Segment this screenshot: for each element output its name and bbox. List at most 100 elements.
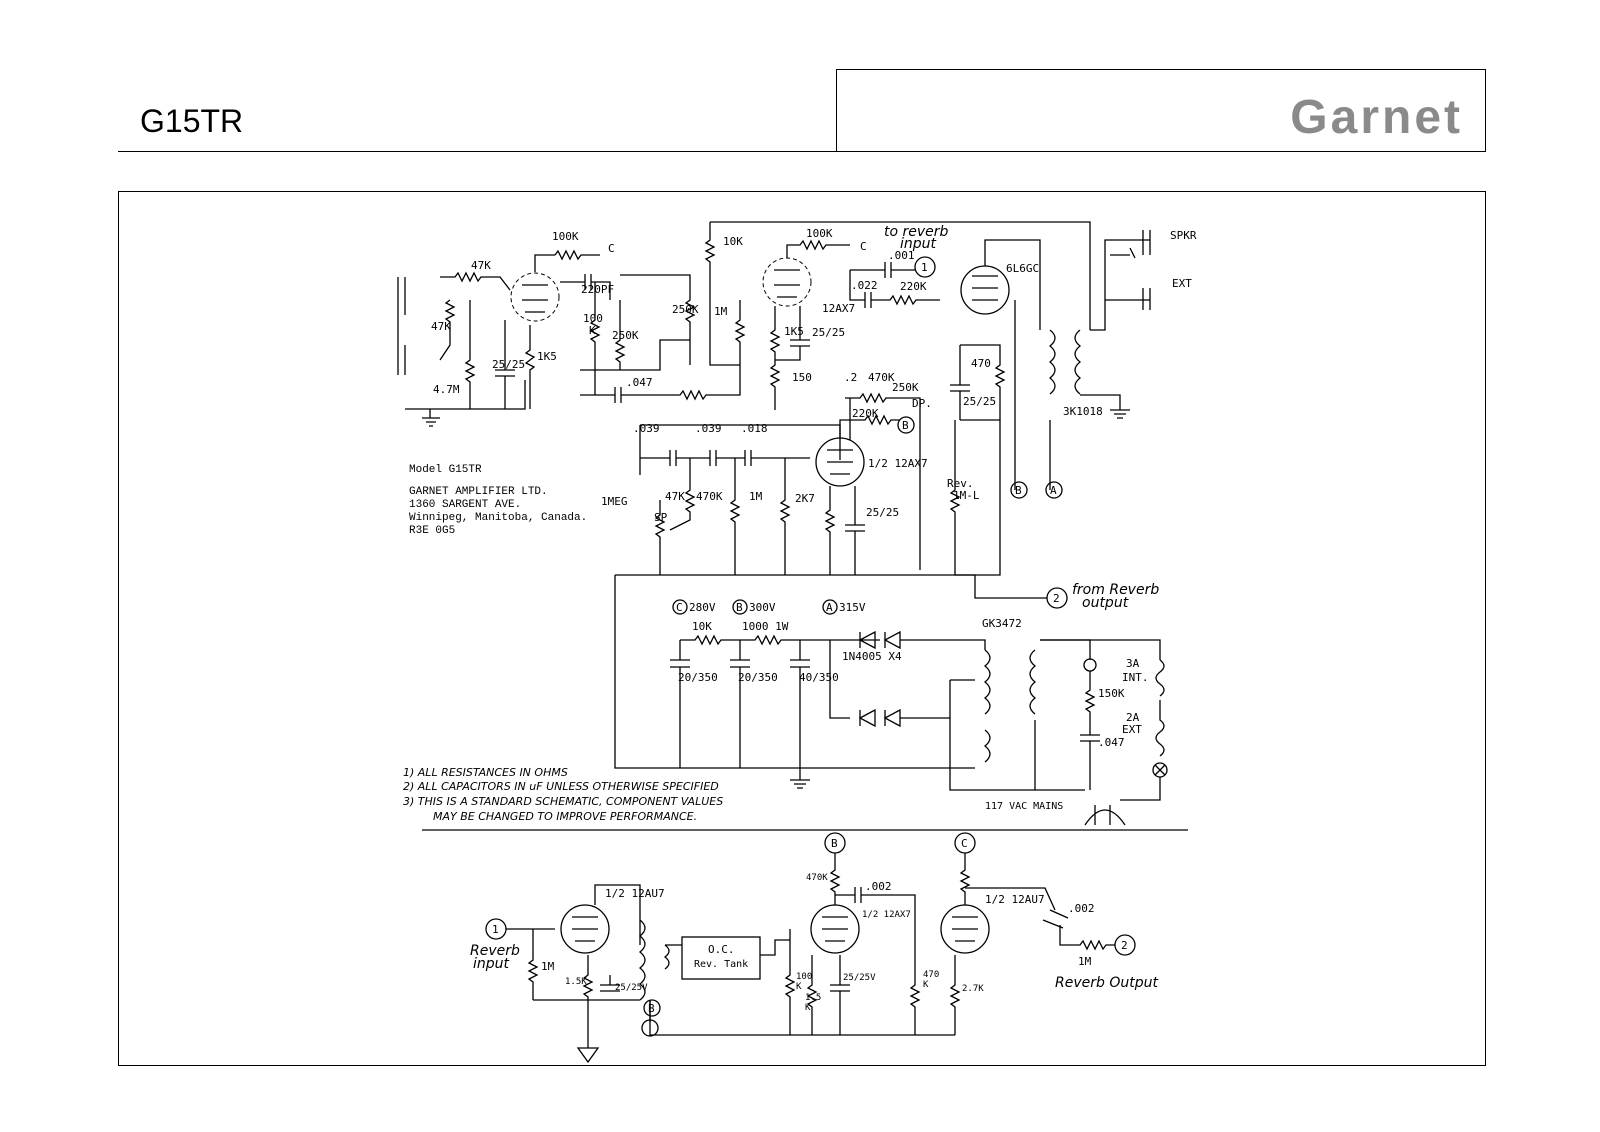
label-fuse3a: 3A	[1126, 657, 1140, 670]
brand-logo: Garnet	[1290, 91, 1463, 144]
label-node-b1: B	[902, 419, 909, 432]
label-r47k3: 47K	[665, 490, 685, 503]
label-r2-7k: 2.7K	[962, 984, 984, 994]
reverb-recovery-wiring	[614, 392, 1068, 769]
label-c25-25-c: 25/25	[963, 395, 996, 408]
label-node-a2: A	[826, 601, 833, 614]
label-node-b2: B	[1015, 484, 1022, 497]
label-to-reverb: to reverb	[884, 224, 949, 240]
label-r470k-d-k: K	[923, 980, 929, 990]
label-r250k-dp: 250K	[892, 381, 919, 394]
label-r47k-vertical: 47K	[431, 320, 451, 333]
label-node-c4: C	[961, 837, 968, 850]
label-dp: DP.	[912, 397, 932, 410]
label-half-12au7-a: 1/2 12AU7	[605, 887, 665, 900]
label-r100k-d-k: K	[796, 982, 802, 992]
label-rev-pot-1m-l: 1M-L	[953, 489, 980, 502]
label-half-12au7-b: 1/2 12AU7	[985, 893, 1045, 906]
label-c20-350-b: 20/350	[738, 671, 778, 684]
brand-box: Garnet	[836, 69, 1486, 151]
label-r1m-a: 1M	[714, 305, 728, 318]
model-line5: R3E 0G5	[409, 525, 455, 537]
label-r10k-top: 10K	[723, 235, 743, 248]
label-xfmr-3k1018: 3K1018	[1063, 405, 1103, 418]
label-r1-5k-b-k: K	[805, 1003, 811, 1013]
reverb-circuit-wiring	[485, 832, 1136, 1064]
model-info-block: Model G15TR GARNET AMPLIFIER LTD. 1360 S…	[409, 464, 587, 537]
note-2: 2) ALL CAPACITORS IN uF UNLESS OTHERWISE…	[403, 780, 719, 793]
label-c018: .018	[741, 422, 768, 435]
label-r100k-a: 100K	[552, 230, 579, 243]
label-c25-25v-b: 25/25V	[843, 973, 876, 983]
model-line3: 1360 SARGENT AVE.	[409, 499, 521, 511]
model-line1: Model G15TR	[409, 464, 482, 476]
label-r150k: 150K	[1098, 687, 1125, 700]
label-c25-25-d: 25/25	[866, 506, 899, 519]
label-r100k-b: 100	[583, 312, 603, 325]
model-title: G15TR	[140, 103, 244, 139]
label-rev-pot: Rev.	[947, 477, 974, 490]
label-node-1a: 1	[921, 261, 928, 274]
label-r100k-c: 100K	[806, 227, 833, 240]
label-r150: 150	[792, 371, 812, 384]
label-c047-a: .047	[626, 376, 653, 389]
label-r250k-a: 250K	[612, 329, 639, 342]
label-node-1b: 1	[492, 923, 499, 936]
label-r1-5k-b: 1.5	[805, 993, 821, 1003]
label-c039-b: .039	[695, 422, 722, 435]
preamp-wiring	[397, 221, 1151, 490]
label-node-b4: B	[831, 837, 838, 850]
label-tube-6l6gc: 6L6GC	[1006, 262, 1039, 275]
label-node-c3: C	[676, 601, 683, 614]
label-r47k: 47K	[471, 259, 491, 272]
label-tube-12ax7: 12AX7	[822, 302, 855, 315]
label-r100k-b-k: K	[589, 324, 596, 337]
label-sp: SP	[654, 511, 668, 524]
label-vac117: 117 VAC MAINS	[985, 801, 1063, 812]
label-output-word: output	[1082, 595, 1129, 611]
schematic-frame: 47K 47K 100K C 220PF 100 K 250K 250K 1M …	[118, 191, 1486, 1066]
label-node-c2: C	[860, 240, 867, 253]
label-c25-25v-a: 25/25V	[615, 983, 648, 993]
label-r1-5k: 1.5K	[565, 977, 587, 987]
label-c2: .2	[844, 371, 857, 384]
power-supply-wiring	[670, 599, 1168, 826]
label-node-b5: B	[648, 1002, 655, 1015]
label-r1m-d: 1M	[1078, 955, 1092, 968]
label-c001: .001	[888, 249, 915, 262]
label-r220k-a: 220K	[900, 280, 927, 293]
label-c047-b: .047	[1098, 736, 1125, 749]
label-r1m-b: 1M	[749, 490, 763, 503]
label-v315: 315V	[839, 601, 866, 614]
label-ext2: EXT	[1122, 723, 1142, 736]
note-1: 1) ALL RESISTANCES IN OHMS	[403, 766, 568, 779]
label-c039-a: .039	[633, 422, 660, 435]
label-node-2b: 2	[1121, 939, 1128, 952]
header-rule	[118, 151, 1486, 152]
label-ext: EXT	[1172, 277, 1192, 290]
label-from-reverb: from Reverb	[1072, 582, 1159, 598]
note-4: MAY BE CHANGED TO IMPROVE PERFORMANCE.	[433, 810, 697, 823]
label-tube-half-12ax7: 1/2 12AX7	[868, 457, 928, 470]
label-d1n4005: 1N4005 X4	[842, 650, 902, 663]
label-c220pf: 220PF	[581, 283, 614, 296]
label-r470: 470	[971, 357, 991, 370]
label-r1k5-b: 1K5	[784, 325, 804, 338]
label-r1m-c: 1M	[541, 960, 555, 973]
label-half-12ax7-b: 1/2 12AX7	[862, 910, 911, 920]
label-r1k5-a: 1K5	[537, 350, 557, 363]
label-r250k-b: 250K	[672, 303, 699, 316]
model-line4: Winnipeg, Manitoba, Canada.	[409, 512, 587, 524]
label-r220k-b: 220K	[852, 407, 879, 420]
label-r1000: 1000 1W	[742, 620, 789, 633]
model-line2: GARNET AMPLIFIER LTD.	[409, 486, 548, 498]
label-r470k-c: 470K	[806, 873, 828, 883]
label-node-b3: B	[736, 601, 743, 614]
label-input-word: input	[900, 236, 937, 252]
label-c002-b: .002	[1068, 902, 1095, 915]
label-fuse2a: 2A	[1126, 711, 1140, 724]
label-spkr: SPKR	[1170, 229, 1197, 242]
label-r10k-b: 10K	[692, 620, 712, 633]
label-r100k-d: 100	[796, 972, 812, 982]
label-r2k7: 2K7	[795, 492, 815, 505]
